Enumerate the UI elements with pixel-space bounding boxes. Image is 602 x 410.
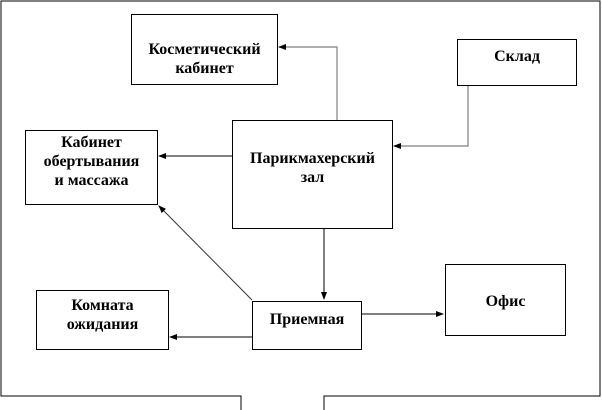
node-reception: Приемная: [252, 301, 362, 350]
edge-reception-to-wrap: [158, 205, 253, 301]
node-storage: Склад: [457, 39, 577, 86]
node-storage-label: Склад: [494, 48, 540, 65]
node-hair-salon: Парикмахерский зал: [232, 120, 393, 229]
node-waiting-room-label: Комната ожидания: [66, 297, 139, 333]
node-office-label: Офис: [485, 293, 526, 310]
node-cosmetic: Косметический кабинет: [131, 14, 278, 85]
node-wrap-massage-label: Кабинет обертывания и массажа: [43, 134, 140, 189]
node-cosmetic-label: Косметический кабинет: [148, 41, 261, 77]
node-reception-label: Приемная: [269, 311, 345, 328]
node-office: Офис: [445, 264, 566, 336]
edge-storage-to-hair: [393, 85, 469, 149]
edge-hair-to-cosmetic: [278, 44, 338, 120]
node-waiting-room: Комната ожидания: [36, 290, 169, 350]
node-wrap-massage: Кабинет обертывания и массажа: [25, 130, 158, 205]
node-hair-salon-label: Парикмахерский зал: [250, 150, 375, 186]
